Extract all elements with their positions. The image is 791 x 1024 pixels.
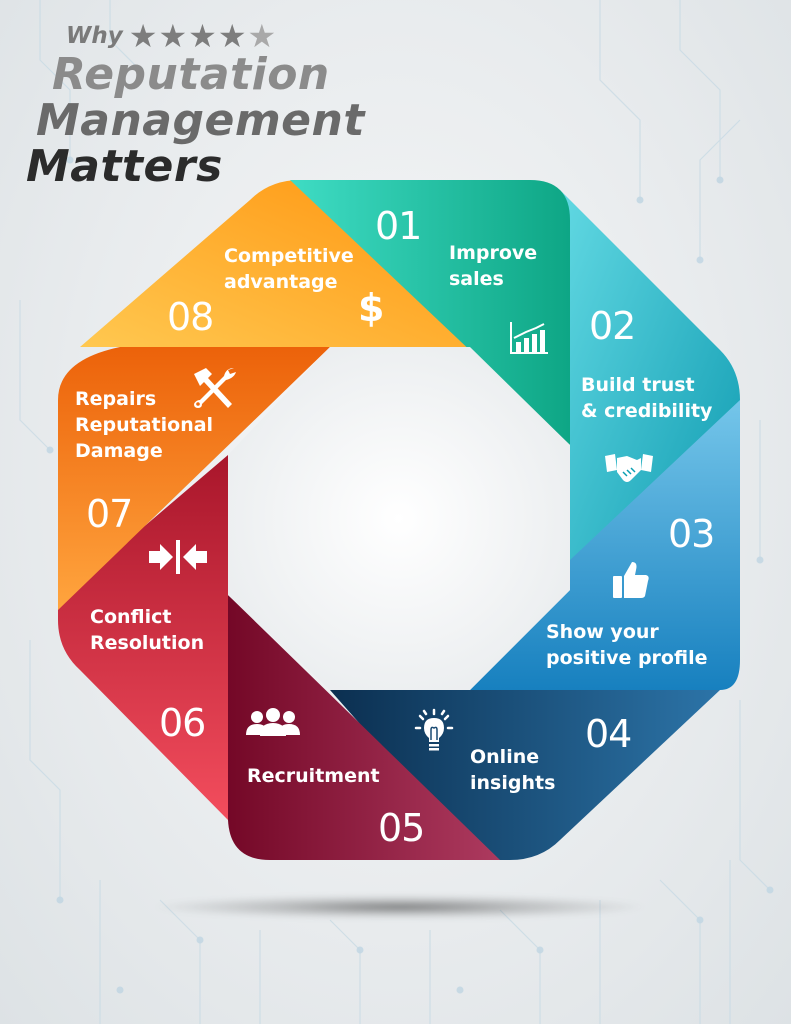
group-icon xyxy=(246,708,300,736)
segment-04-label: Online insights xyxy=(470,746,556,794)
segment-03-number: 03 xyxy=(668,512,715,556)
title-line-3: Matters xyxy=(26,141,223,192)
rating-stars: ★ ★ ★ ★ ★ xyxy=(129,20,277,52)
segment-05-shape xyxy=(228,595,500,860)
octagon-center xyxy=(228,347,570,690)
star-empty-icon: ★ xyxy=(247,17,277,55)
star-icon: ★ xyxy=(128,17,158,55)
segment-07-shape xyxy=(58,347,330,610)
segment-08-number: 08 xyxy=(167,295,214,339)
segment-07-label: Repairs Reputational Damage xyxy=(75,388,214,462)
segment-01-number: 01 xyxy=(375,204,422,248)
segment-03-label: Show your positive profile xyxy=(546,621,708,669)
title-block: Why ★ ★ ★ ★ ★ Reputation Management Matt… xyxy=(26,20,365,190)
segment-02-label: Build trust & credibility xyxy=(581,374,713,422)
lightbulb-icon xyxy=(414,708,454,751)
segment-06-number: 06 xyxy=(159,701,206,745)
title-why-row: Why ★ ★ ★ ★ ★ xyxy=(66,20,365,52)
bar-chart-icon xyxy=(510,322,548,354)
segment-08-shape xyxy=(80,180,470,347)
handshake-icon xyxy=(605,454,653,482)
segment-05-label: Recruitment xyxy=(247,765,380,787)
arrows-inward-icon xyxy=(149,540,207,574)
title-why: Why xyxy=(66,23,123,49)
segment-08-label: Competitive advantage xyxy=(224,245,354,293)
segment-02-number: 02 xyxy=(589,304,636,348)
segment-05-number: 05 xyxy=(378,806,425,850)
star-icon: ★ xyxy=(188,17,217,55)
hammer-wrench-icon xyxy=(194,368,236,408)
segment-04-number: 04 xyxy=(585,712,632,756)
segment-06-label: Conflict Resolution xyxy=(90,606,205,654)
segment-07-number: 07 xyxy=(86,492,133,536)
title-line-1: Reputation xyxy=(52,49,330,100)
title-line-2: Management xyxy=(36,95,365,146)
segment-03-shape xyxy=(470,400,740,690)
segment-01-label: Improve sales xyxy=(449,242,538,290)
star-icon: ★ xyxy=(158,17,188,55)
segment-06-shape xyxy=(58,455,228,820)
star-icon: ★ xyxy=(217,17,247,55)
octagon-shadow xyxy=(150,895,650,919)
dollar-icon: $ xyxy=(358,286,385,330)
thumbs-up-icon xyxy=(613,562,649,598)
